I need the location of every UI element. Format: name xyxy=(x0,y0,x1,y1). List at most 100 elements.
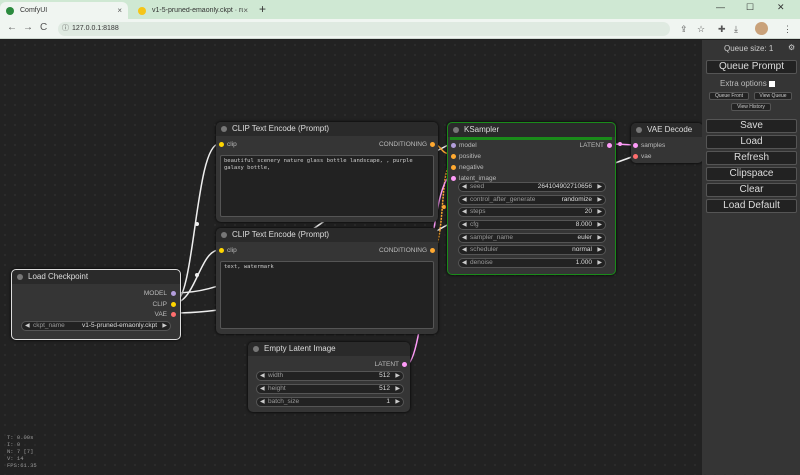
vae-input-pin-icon[interactable] xyxy=(633,154,638,159)
ksampler-node[interactable]: KSampler model positive negative latent_… xyxy=(447,122,616,275)
conditioning-output-pin-icon[interactable] xyxy=(430,248,435,253)
increment-icon[interactable]: ▶ xyxy=(597,184,602,190)
latent-output-pin-icon[interactable] xyxy=(607,143,612,148)
increment-icon[interactable]: ▶ xyxy=(597,209,602,215)
node-title[interactable]: KSampler xyxy=(448,123,615,137)
negative-input-pin-icon[interactable] xyxy=(451,165,456,170)
load-checkpoint-node[interactable]: Load Checkpoint MODEL CLIP VAE ◀ckpt_nam… xyxy=(11,269,181,340)
latent-output-pin-icon[interactable] xyxy=(402,362,407,367)
node-title[interactable]: VAE Decode xyxy=(631,123,703,137)
clip-text-encode-positive-node[interactable]: CLIP Text Encode (Prompt) clip CONDITION… xyxy=(216,122,438,222)
reload-icon[interactable]: C xyxy=(40,22,48,33)
back-icon[interactable]: ← xyxy=(7,22,17,33)
model-input-pin-icon[interactable] xyxy=(451,143,456,148)
clip-output-pin-icon[interactable] xyxy=(171,302,176,307)
decrement-icon[interactable]: ◀ xyxy=(462,209,467,215)
increment-icon[interactable]: ▶ xyxy=(597,247,602,253)
view-queue-button[interactable]: View Queue xyxy=(754,92,792,100)
close-window-button[interactable]: ✕ xyxy=(777,2,785,12)
increment-icon[interactable]: ▶ xyxy=(162,323,167,329)
new-tab-button[interactable]: + xyxy=(259,2,267,16)
view-history-button[interactable]: View History xyxy=(731,103,771,111)
clip-input-pin-icon[interactable] xyxy=(219,248,224,253)
negative-prompt-textarea[interactable]: text, watermark xyxy=(220,261,434,329)
increment-icon[interactable]: ▶ xyxy=(597,235,602,241)
refresh-button[interactable]: Refresh xyxy=(706,151,797,165)
tab-model-download[interactable]: v1-5-pruned-emaonly.ckpt · runw × xyxy=(132,2,254,19)
collapse-dot-icon[interactable] xyxy=(636,127,642,133)
node-graph-canvas[interactable]: CLIP Text Encode (Prompt) clip CONDITION… xyxy=(0,40,800,475)
decrement-icon[interactable]: ◀ xyxy=(260,386,265,392)
maximize-button[interactable]: ☐ xyxy=(746,2,755,12)
decrement-icon[interactable]: ◀ xyxy=(462,235,467,241)
increment-icon[interactable]: ▶ xyxy=(395,386,400,392)
load-button[interactable]: Load xyxy=(706,135,797,149)
decrement-icon[interactable]: ◀ xyxy=(462,222,467,228)
extra-options-checkbox[interactable] xyxy=(768,80,775,87)
prompt-textarea[interactable]: beautiful scenery nature glass bottle la… xyxy=(220,155,434,217)
decrement-icon[interactable]: ◀ xyxy=(462,247,467,253)
collapse-dot-icon[interactable] xyxy=(453,127,459,133)
extra-options-toggle[interactable]: Extra options xyxy=(720,79,775,88)
clip-text-encode-negative-node[interactable]: CLIP Text Encode (Prompt) clip CONDITION… xyxy=(216,228,438,334)
decrement-icon[interactable]: ◀ xyxy=(462,184,467,190)
download-icon[interactable]: ⤓ xyxy=(734,24,738,34)
node-title[interactable]: CLIP Text Encode (Prompt) xyxy=(216,122,438,136)
clear-button[interactable]: Clear xyxy=(706,183,797,197)
address-bar[interactable]: ⓘ 127.0.0.1:8188 xyxy=(58,22,670,36)
collapse-dot-icon[interactable] xyxy=(17,274,23,280)
queue-prompt-button[interactable]: Queue Prompt xyxy=(706,60,797,74)
conditioning-output-pin-icon[interactable] xyxy=(430,142,435,147)
decrement-icon[interactable]: ◀ xyxy=(260,373,265,379)
decrement-icon[interactable]: ◀ xyxy=(462,197,467,203)
forward-icon[interactable]: → xyxy=(23,22,33,33)
decrement-icon[interactable]: ◀ xyxy=(25,323,30,329)
increment-icon[interactable]: ▶ xyxy=(597,197,602,203)
positive-input-pin-icon[interactable] xyxy=(451,154,456,159)
settings-gear-icon[interactable]: ⚙ xyxy=(788,43,796,52)
increment-icon[interactable]: ▶ xyxy=(395,399,400,405)
tab-comfyui[interactable]: ComfyUI × xyxy=(0,2,128,19)
node-title[interactable]: Empty Latent Image xyxy=(248,342,410,356)
clip-input-pin-icon[interactable] xyxy=(219,142,224,147)
latent-image-input-pin-icon[interactable] xyxy=(451,176,456,181)
clipspace-button[interactable]: Clipspace xyxy=(706,167,797,181)
queue-front-button[interactable]: Queue Front xyxy=(709,92,749,100)
save-button[interactable]: Save xyxy=(706,119,797,133)
tab-close-icon[interactable]: × xyxy=(243,6,248,15)
profile-avatar[interactable] xyxy=(755,22,768,35)
node-title[interactable]: Load Checkpoint xyxy=(12,270,180,284)
browser-menu-icon[interactable]: ⋮ xyxy=(783,24,792,34)
load-default-button[interactable]: Load Default xyxy=(706,199,797,213)
increment-icon[interactable]: ▶ xyxy=(597,260,602,266)
collapse-dot-icon[interactable] xyxy=(221,232,227,238)
site-info-icon[interactable]: ⓘ xyxy=(62,25,69,32)
decrement-icon[interactable]: ◀ xyxy=(462,260,467,266)
extensions-icon[interactable]: ✚ xyxy=(718,24,726,34)
decrement-icon[interactable]: ◀ xyxy=(260,399,265,405)
vae-output-pin-icon[interactable] xyxy=(171,312,176,317)
increment-icon[interactable]: ▶ xyxy=(597,222,602,228)
vae-decode-node[interactable]: VAE Decode samples vae xyxy=(631,123,703,163)
minimize-button[interactable]: — xyxy=(716,2,725,12)
collapse-dot-icon[interactable] xyxy=(221,126,227,132)
collapse-dot-icon[interactable] xyxy=(253,346,259,352)
samples-input-pin-icon[interactable] xyxy=(633,143,638,148)
increment-icon[interactable]: ▶ xyxy=(395,373,400,379)
bookmark-star-icon[interactable]: ☆ xyxy=(697,24,706,34)
share-icon[interactable]: ⇪ xyxy=(680,24,688,34)
model-output-pin-icon[interactable] xyxy=(171,291,176,296)
tab-close-icon[interactable]: × xyxy=(117,6,122,15)
